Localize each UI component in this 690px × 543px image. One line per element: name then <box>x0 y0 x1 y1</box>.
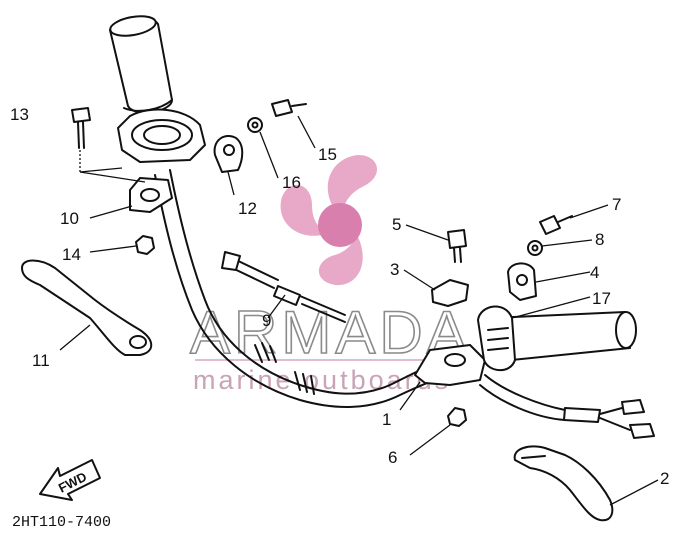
washer-16 <box>247 117 263 133</box>
left-switch-housing <box>117 108 206 163</box>
callout-13: 13 <box>10 105 29 124</box>
propeller-hub <box>318 203 362 247</box>
bolt-15 <box>271 99 307 117</box>
propeller-logo <box>280 155 378 286</box>
bolt-7 <box>539 215 573 235</box>
callout-7: 7 <box>612 195 621 214</box>
callout-10: 10 <box>60 209 79 228</box>
left-lever-11 <box>21 259 153 356</box>
part-code: 2HT110-7400 <box>12 514 111 531</box>
clip-12 <box>213 135 244 173</box>
clamp-4 <box>507 262 537 301</box>
callout-16: 16 <box>282 173 301 192</box>
throttle-grip-17 <box>477 305 637 372</box>
callout-12: 12 <box>238 199 257 218</box>
propeller-blade-right <box>318 237 363 286</box>
clip-3 <box>431 279 469 307</box>
callout-15: 15 <box>318 145 337 164</box>
nut-14 <box>135 235 155 255</box>
washer-8 <box>527 240 543 256</box>
propeller-blade-left <box>280 184 322 236</box>
nut-6 <box>447 407 467 427</box>
watermark: ARMADA marine outboards <box>189 155 505 395</box>
bolt-13 <box>71 107 91 172</box>
left-grip <box>109 15 173 114</box>
callout-labels: 1 2 3 4 5 6 7 8 9 10 11 12 13 14 15 16 1… <box>10 105 669 488</box>
callout-9: 9 <box>262 311 271 330</box>
forward-arrow: FWD <box>39 459 101 501</box>
callout-3: 3 <box>390 260 399 279</box>
cable-9 <box>221 251 346 323</box>
callout-4: 4 <box>590 263 599 282</box>
propeller-blade-top <box>327 155 378 207</box>
clamp-10 <box>129 177 173 213</box>
bar-bands <box>254 342 315 395</box>
callout-6: 6 <box>388 448 397 467</box>
bolt-5 <box>447 229 467 263</box>
callout-11: 11 <box>32 351 50 370</box>
callout-5: 5 <box>392 215 401 234</box>
callout-17: 17 <box>592 289 611 308</box>
callout-1: 1 <box>382 410 391 429</box>
right-lever-2 <box>513 445 614 522</box>
throttle-cable <box>479 374 655 439</box>
watermark-brand: ARMADA <box>190 299 471 366</box>
handlebar <box>154 169 456 408</box>
callout-2: 2 <box>660 469 669 488</box>
leader-lines <box>59 115 659 506</box>
lever-holder-1 <box>414 344 486 386</box>
callout-8: 8 <box>595 230 604 249</box>
callout-14: 14 <box>62 245 81 264</box>
